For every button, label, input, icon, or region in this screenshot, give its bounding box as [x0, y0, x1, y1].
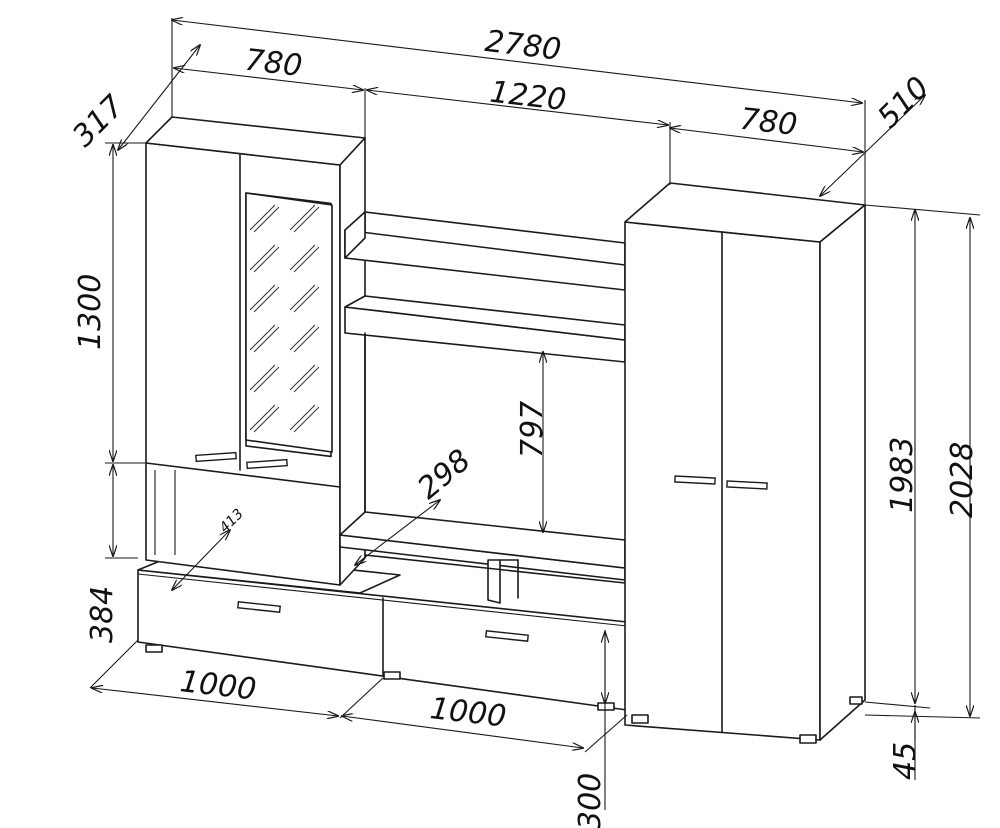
glass-hatching [249, 204, 320, 433]
wardrobe-left-handle [674, 475, 716, 485]
left-door-handle [195, 451, 237, 463]
dim-right-width: 780 [738, 102, 799, 143]
dim-lower-height: 384 [85, 586, 120, 643]
dim-right-depth: 510 [871, 70, 936, 135]
glass-door-handle [246, 458, 288, 470]
dim-shelf-opening: 797 [515, 401, 550, 458]
dim-leg-height: 45 [888, 742, 923, 780]
dim-tv-shelf-depth: 298 [411, 443, 477, 507]
dim-upper-height: 1300 [73, 274, 108, 350]
wardrobe-right-handle [726, 480, 768, 490]
dim-drawer-right: 1000 [428, 691, 508, 734]
dim-middle-width: 1220 [488, 75, 568, 118]
dim-wardrobe-total: 2028 [945, 442, 980, 518]
dim-total-width: 2780 [483, 24, 563, 68]
drawer-right-handle [485, 630, 529, 642]
dim-drawer-left: 1000 [178, 664, 258, 707]
left-cabinet [145, 116, 366, 586]
dimension-lines [89, 18, 981, 810]
drawer-left-handle [237, 601, 281, 613]
dim-wardrobe-body: 1983 [885, 437, 920, 513]
dim-base-height: 300 [573, 773, 608, 828]
dim-left-width: 780 [243, 43, 304, 84]
right-wardrobe [624, 182, 866, 744]
dim-left-depth: 317 [66, 89, 131, 154]
